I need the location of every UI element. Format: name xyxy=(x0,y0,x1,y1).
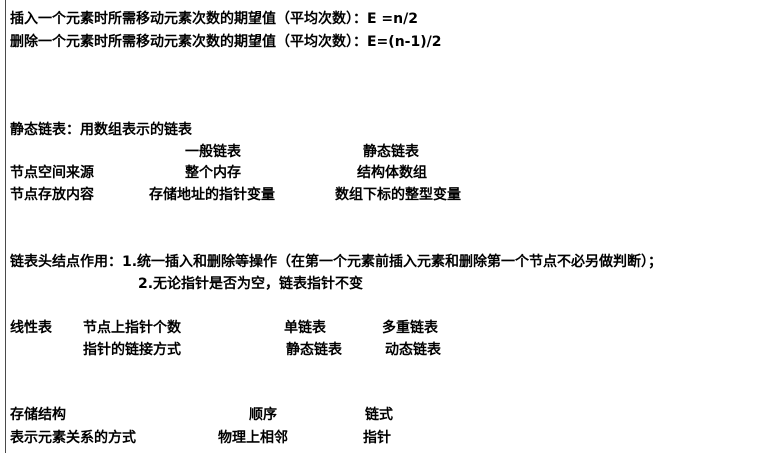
row-label-storage-structure: 存储结构 xyxy=(10,407,66,423)
insert-expectation-line: 插入一个元素时所需移动元素次数的期望值（平均次数）：E =n/2 xyxy=(10,11,418,27)
cell-linked: 链式 xyxy=(365,407,393,423)
criterion-link-method: 指针的链接方式 xyxy=(83,342,181,358)
col-header-general-list: 一般链表 xyxy=(185,144,241,160)
linear-list-label: 线性表 xyxy=(10,320,52,336)
criterion-pointer-count: 节点上指针个数 xyxy=(83,320,181,336)
row-label-node-space-source: 节点空间来源 xyxy=(10,165,94,181)
cell-physically-adjacent: 物理上相邻 xyxy=(218,430,288,446)
cell-general-node-space: 整个内存 xyxy=(185,165,241,181)
cell-pointer: 指针 xyxy=(363,430,391,446)
row-label-node-content: 节点存放内容 xyxy=(10,187,94,203)
head-node-purpose-line1: 链表头结点作用：1.统一插入和删除等操作（在第一个元素前插入元素和删除第一个节点… xyxy=(10,254,663,270)
static-list-heading: 静态链表：用数组表示的链表 xyxy=(10,122,192,138)
col-header-static-list: 静态链表 xyxy=(363,144,419,160)
cell-static-node-content: 数组下标的整型变量 xyxy=(335,187,461,203)
cell-static-node-space: 结构体数组 xyxy=(357,165,427,181)
cell-dynamic-linked-list: 动态链表 xyxy=(385,342,441,358)
head-node-purpose-line2: 2.无论指针是否为空，链表指针不变 xyxy=(138,276,364,292)
cell-single-linked-list: 单链表 xyxy=(284,320,326,336)
row-label-relation-representation: 表示元素关系的方式 xyxy=(10,430,136,446)
cell-sequential: 顺序 xyxy=(249,407,277,423)
left-border-line xyxy=(5,0,6,453)
cell-static-linked-list: 静态链表 xyxy=(286,342,342,358)
cell-general-node-content: 存储地址的指针变量 xyxy=(149,187,275,203)
delete-expectation-line: 删除一个元素时所需移动元素次数的期望值（平均次数）：E=(n-1)/2 xyxy=(10,34,442,50)
cell-multi-linked-list: 多重链表 xyxy=(382,320,438,336)
